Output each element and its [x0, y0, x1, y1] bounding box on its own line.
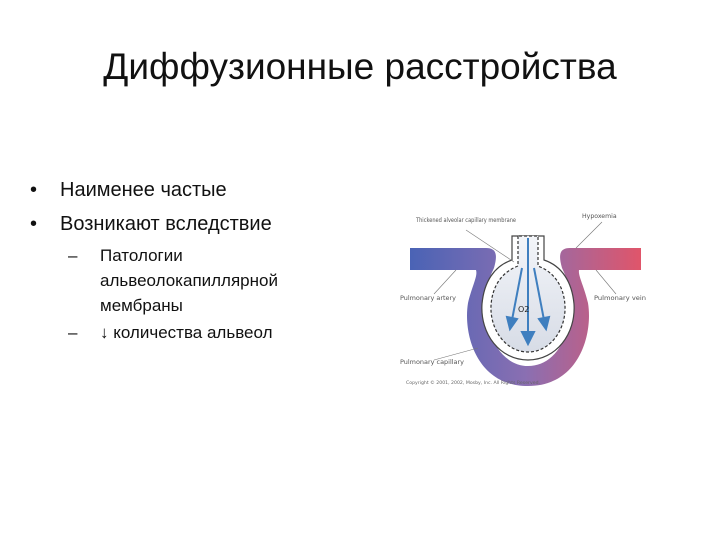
o2-label: O2 [518, 305, 529, 314]
alveolus-diagram: O2 Thickened alveolar capillary membrane… [396, 208, 656, 398]
bullet-text: Возникают вследствие [60, 213, 272, 235]
bullet-text: Наименее частые [60, 179, 227, 201]
capillary-label: Pulmonary capillary [400, 359, 464, 366]
bullet-item: • Наименее частые [30, 175, 360, 205]
sub-bullet-item: – Патологии альвеолокапиллярной мембраны [30, 243, 360, 318]
membrane-label: Thickened alveolar capillary membrane [415, 217, 516, 224]
copyright-label: Copyright © 2001, 2002, Mosby, Inc. All … [406, 380, 540, 385]
sub-bullet-marker: – [68, 323, 78, 342]
sub-bullet-text: ↓ количества альвеол [100, 323, 273, 342]
hypoxemia-label: Hypoxemia [582, 213, 617, 220]
capillary-vessel [410, 248, 641, 386]
slide-title: Диффузионные расстройства [103, 46, 617, 87]
bullet-list: • Наименее частые • Возникают вследствие… [30, 175, 360, 345]
bullet-item: • Возникают вследствие [30, 209, 360, 239]
sub-bullet-marker: – [68, 246, 78, 265]
bullet-marker: • [30, 213, 38, 235]
sub-bullet-item: – ↓ количества альвеол [30, 320, 360, 345]
sub-bullet-text: Патологии альвеолокапиллярной мембраны [100, 246, 278, 315]
bullet-marker: • [30, 179, 38, 201]
oxygen-arrows [505, 238, 551, 347]
vein-label: Pulmonary vein [594, 295, 646, 302]
artery-label: Pulmonary artery [400, 295, 456, 302]
